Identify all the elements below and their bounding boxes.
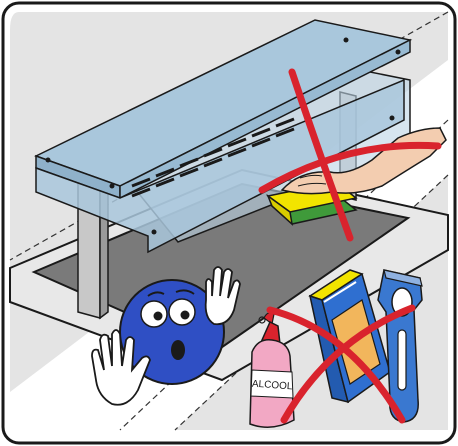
cleaning-instruction-illustration: ALCOOL: [0, 0, 458, 446]
illustration-canvas: ALCOOL: [0, 0, 458, 446]
